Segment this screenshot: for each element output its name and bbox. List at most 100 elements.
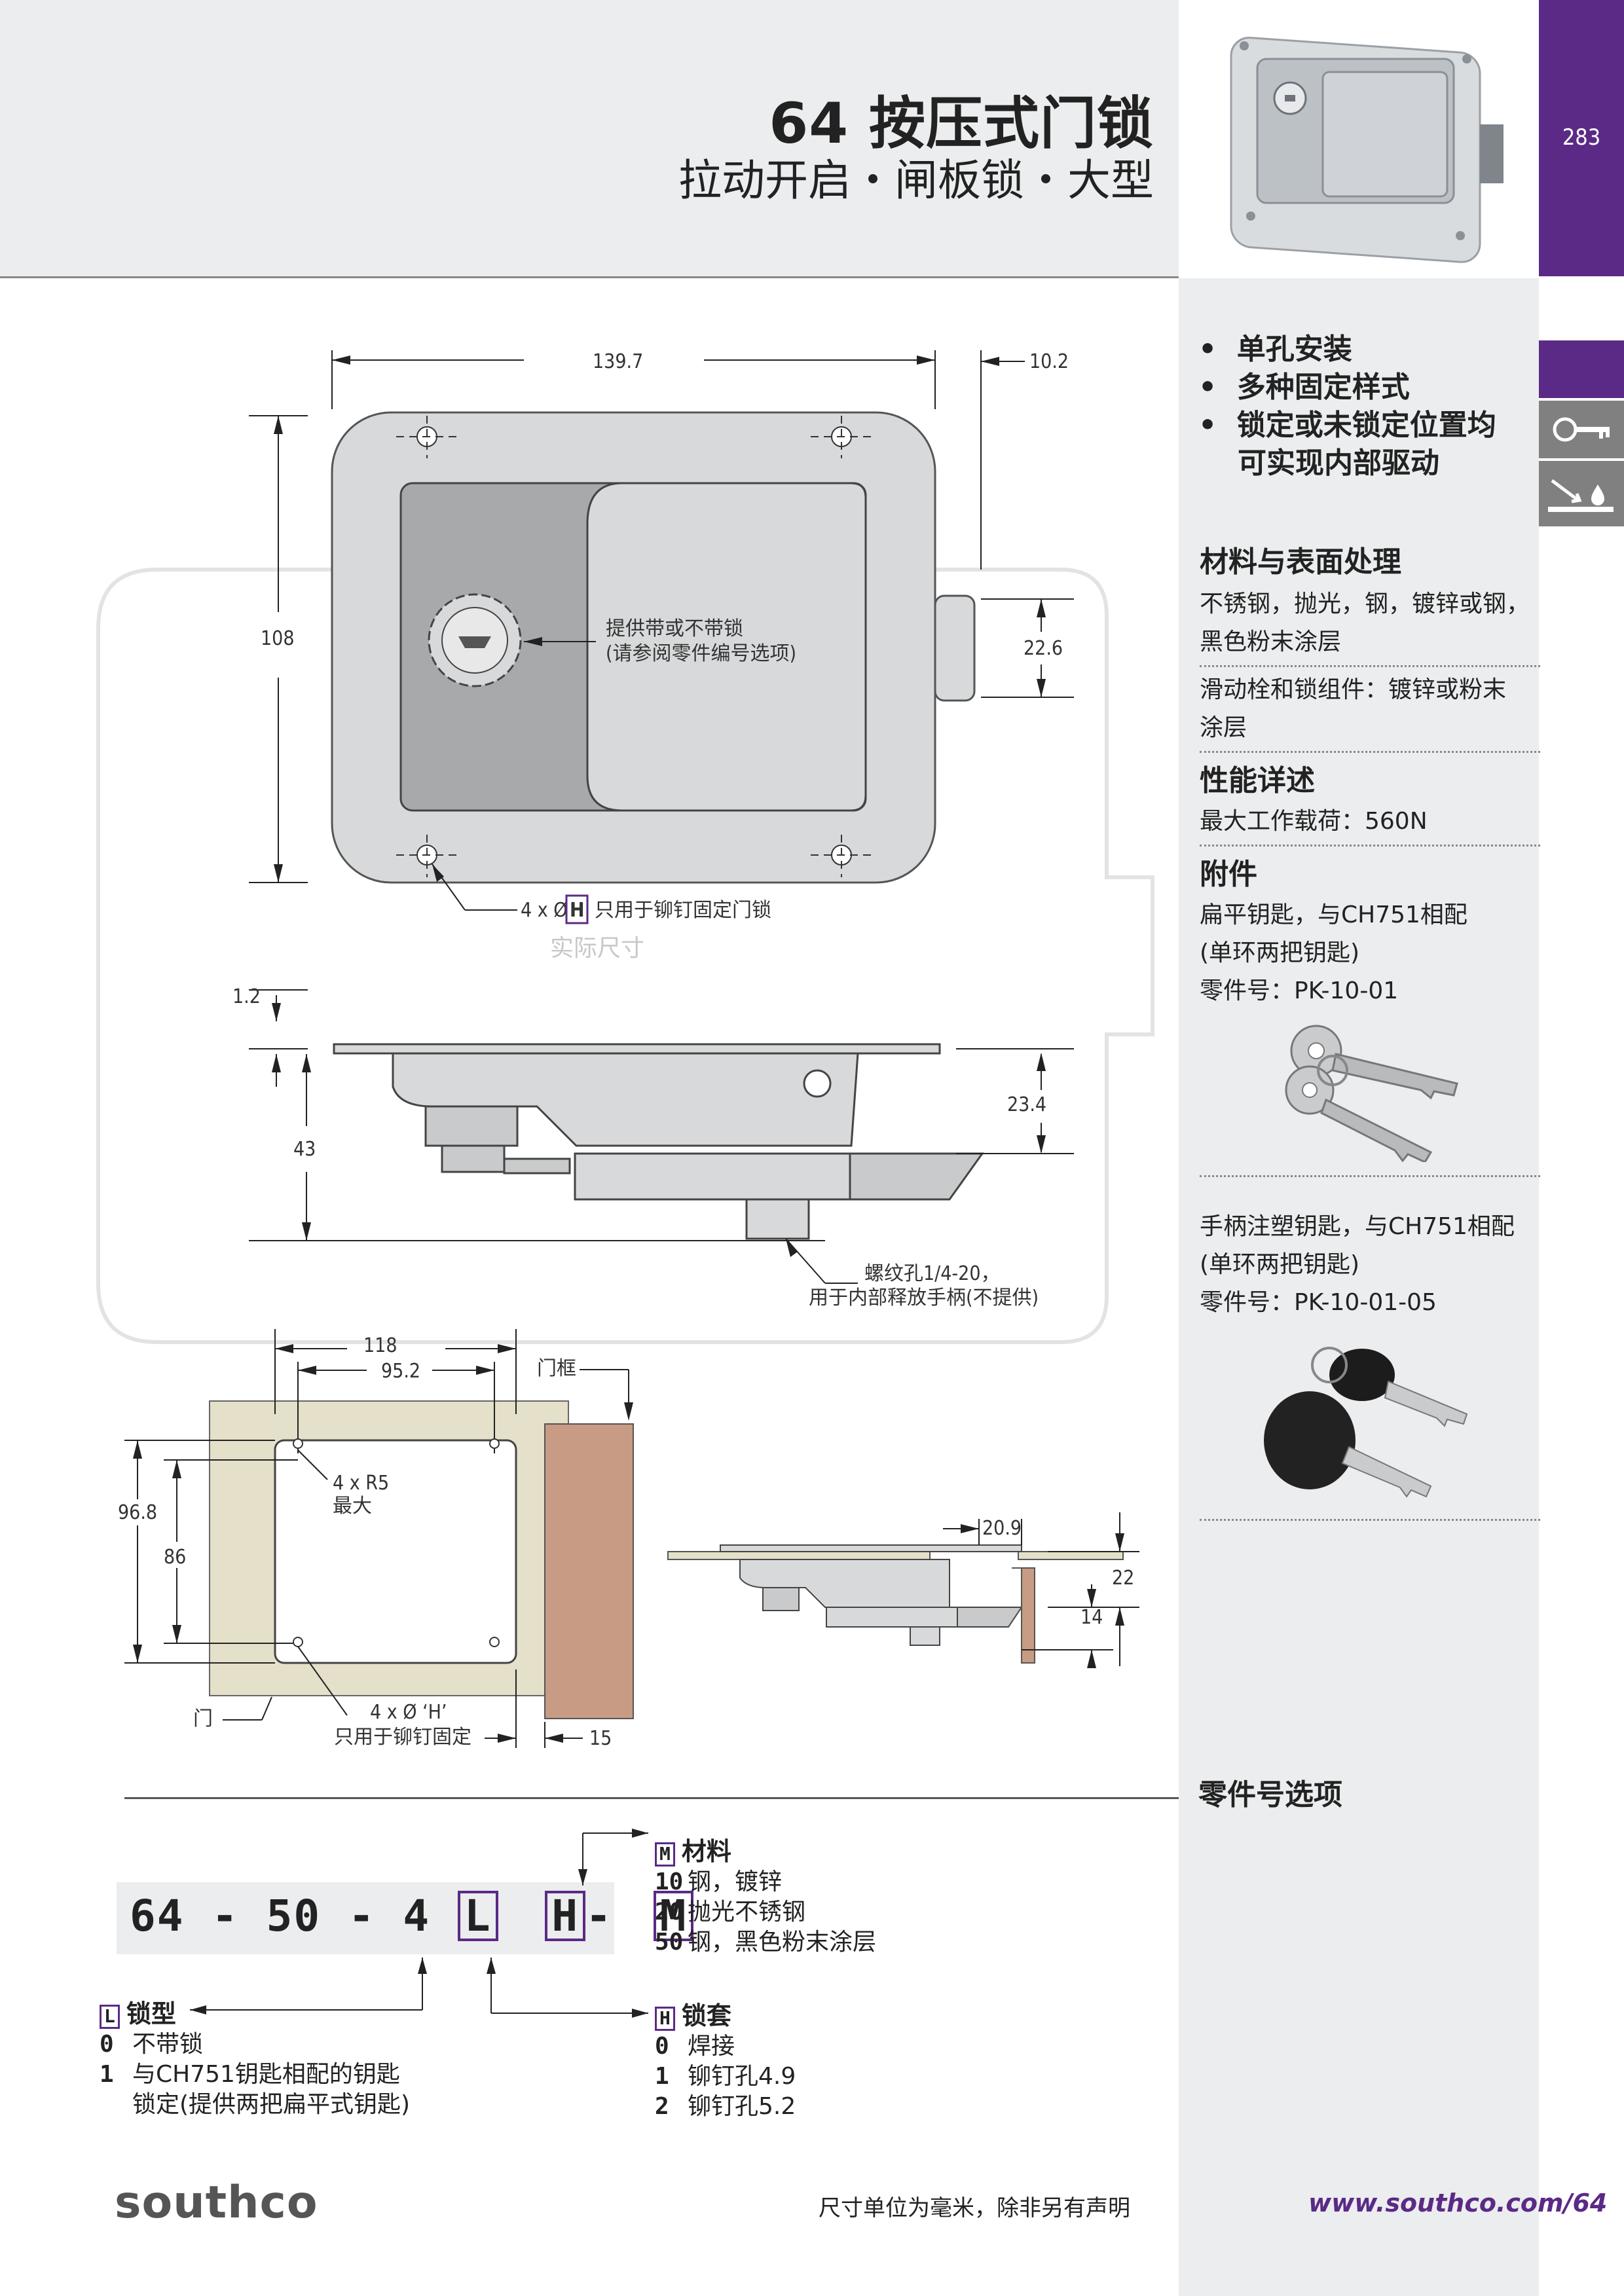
category-tab-finish[interactable] <box>1539 461 1624 526</box>
dim-label: 43 <box>293 1138 316 1161</box>
dim-label: 10.2 <box>1029 350 1069 373</box>
dim-label: 86 <box>164 1546 186 1569</box>
dim-label: 96.8 <box>118 1501 157 1524</box>
performance-text: 最大工作载荷：560N <box>1200 808 1428 835</box>
accessory-part-number: 零件号：PK-10-01 <box>1200 977 1399 1004</box>
divider <box>1200 845 1540 847</box>
accessory-text: (单环两把钥匙) <box>1200 939 1360 966</box>
feature-item: • 单孔安装 <box>1198 333 1352 366</box>
page-subtitle: 拉动开启・闸板锁・大型 <box>678 155 1154 206</box>
option-title: 锁套 <box>681 2001 731 2030</box>
accessory-text: (单环两把钥匙) <box>1200 1251 1360 1278</box>
accessory-text: 手柄注塑钥匙，与CH751相配 <box>1200 1213 1515 1240</box>
divider <box>1200 1519 1540 1521</box>
divider <box>1200 751 1540 753</box>
website-link[interactable]: www.southco.com/64 <box>1308 2189 1608 2217</box>
lock-note: (请参阅零件编号选项) <box>606 642 796 665</box>
radius-note: 最大 <box>333 1495 372 1518</box>
option-box-M: M <box>655 1842 675 1867</box>
part-options-heading: 零件号选项 <box>1198 1778 1342 1812</box>
feature-list: • 单孔安装 • 多种固定样式 • 锁定或未锁定位置均 可实现内部驱动 <box>1198 331 1539 483</box>
materials-text: 黑色粉末涂层 <box>1200 629 1342 655</box>
page-number: 283 <box>1562 124 1601 151</box>
flat-key-image <box>1270 1018 1467 1165</box>
part-code-L: L <box>457 1891 498 1942</box>
materials-text: 不锈钢，抛光，钢，镀锌或钢， <box>1200 591 1530 617</box>
dim-label: 108 <box>261 627 295 650</box>
materials-heading: 材料与表面处理 <box>1200 545 1401 579</box>
hole-note: 4 x Ø <box>521 899 568 922</box>
part-code: 64 - 50 - 4 L H- M <box>130 1891 694 1942</box>
hole-note-box: H <box>570 899 585 922</box>
southco-logo: southco <box>115 2177 318 2229</box>
dim-label: 1.2 <box>232 985 261 1008</box>
header-band <box>0 0 1179 278</box>
lock-note: 提供带或不带锁 <box>606 617 743 640</box>
feature-item: • 锁定或未锁定位置均 <box>1198 409 1496 442</box>
dim-label: 14 <box>1080 1606 1103 1629</box>
dim-label: 95.2 <box>381 1360 420 1383</box>
option-row: 锁定(提供两把扁平式钥匙) <box>132 2091 411 2118</box>
dim-label: 22 <box>1112 1567 1134 1590</box>
page-title: 64 按压式门锁 <box>769 91 1154 156</box>
divider <box>1200 665 1540 667</box>
materials-section: 材料与表面处理 不锈钢，抛光，钢，镀锌或钢， 黑色粉末涂层 滑动栓和锁组件：镀锌… <box>1200 538 1540 1010</box>
category-tab-key[interactable] <box>1539 401 1624 458</box>
divider <box>1200 1175 1540 1177</box>
dim-label: 139.7 <box>593 350 643 373</box>
rivet-note: 只用于铆钉固定 <box>334 1726 471 1748</box>
actual-size-label: 实际尺寸 <box>550 935 644 962</box>
accessory-text: 扁平钥匙，与CH751相配 <box>1200 902 1467 928</box>
thread-note: 螺纹孔1/4-20， <box>864 1262 1001 1285</box>
part-code-dash: - <box>585 1891 613 1941</box>
finish-icon <box>1548 479 1614 512</box>
option-title: 材料 <box>681 1837 731 1866</box>
page-tab-bar <box>1539 0 1624 276</box>
molded-key-image <box>1251 1336 1473 1508</box>
key-icon <box>1553 417 1610 442</box>
door-label: 门 <box>193 1707 213 1730</box>
part-code-H: H <box>545 1891 586 1942</box>
part-code-prefix: 64 - 50 - 4 <box>130 1891 431 1941</box>
units-note: 尺寸单位为毫米，除非另有声明 <box>819 2195 1130 2221</box>
materials-text: 涂层 <box>1200 714 1247 741</box>
option-box-H: H <box>655 2007 675 2031</box>
feature-item: 可实现内部驱动 <box>1238 446 1439 480</box>
section-rule <box>124 1797 1179 1799</box>
dim-label: 15 <box>589 1727 612 1748</box>
materials-text: 滑动栓和锁组件：镀锌或粉末 <box>1200 676 1507 703</box>
category-tab-active[interactable] <box>1539 340 1624 398</box>
feature-item: • 多种固定样式 <box>1198 371 1410 404</box>
dim-label: 22.6 <box>1024 637 1063 660</box>
part-code-bar <box>117 1882 614 1954</box>
radius-note: 4 x R5 <box>333 1472 389 1495</box>
rivet-note: 4 x Ø ‘H’ <box>370 1701 447 1724</box>
performance-heading: 性能详述 <box>1200 764 1315 797</box>
accessory-part-number: 零件号：PK-10-01-05 <box>1200 1289 1437 1316</box>
option-box-L: L <box>100 2005 120 2029</box>
technical-drawing: 139.7 10.2 108 22.6 提供带或不带锁 (请参阅零件编号选项) … <box>0 282 1179 1755</box>
accessories-heading: 附件 <box>1200 858 1257 891</box>
accessory-item-2: 手柄注塑钥匙，与CH751相配 (单环两把钥匙) 零件号：PK-10-01-05 <box>1200 1208 1540 1322</box>
sidebar-panel <box>1179 278 1539 2296</box>
door-frame-label: 门框 <box>537 1357 576 1380</box>
dim-label: 23.4 <box>1007 1093 1046 1116</box>
part-code-M: M <box>653 1891 694 1942</box>
thread-note: 用于内部释放手柄(不提供) <box>809 1286 1039 1309</box>
hole-note: 只用于铆钉固定门锁 <box>595 899 771 922</box>
dim-label: 118 <box>363 1334 397 1357</box>
dim-label: 20.9 <box>982 1517 1022 1540</box>
product-photo <box>1179 0 1539 276</box>
option-title: 锁型 <box>126 1999 176 2028</box>
